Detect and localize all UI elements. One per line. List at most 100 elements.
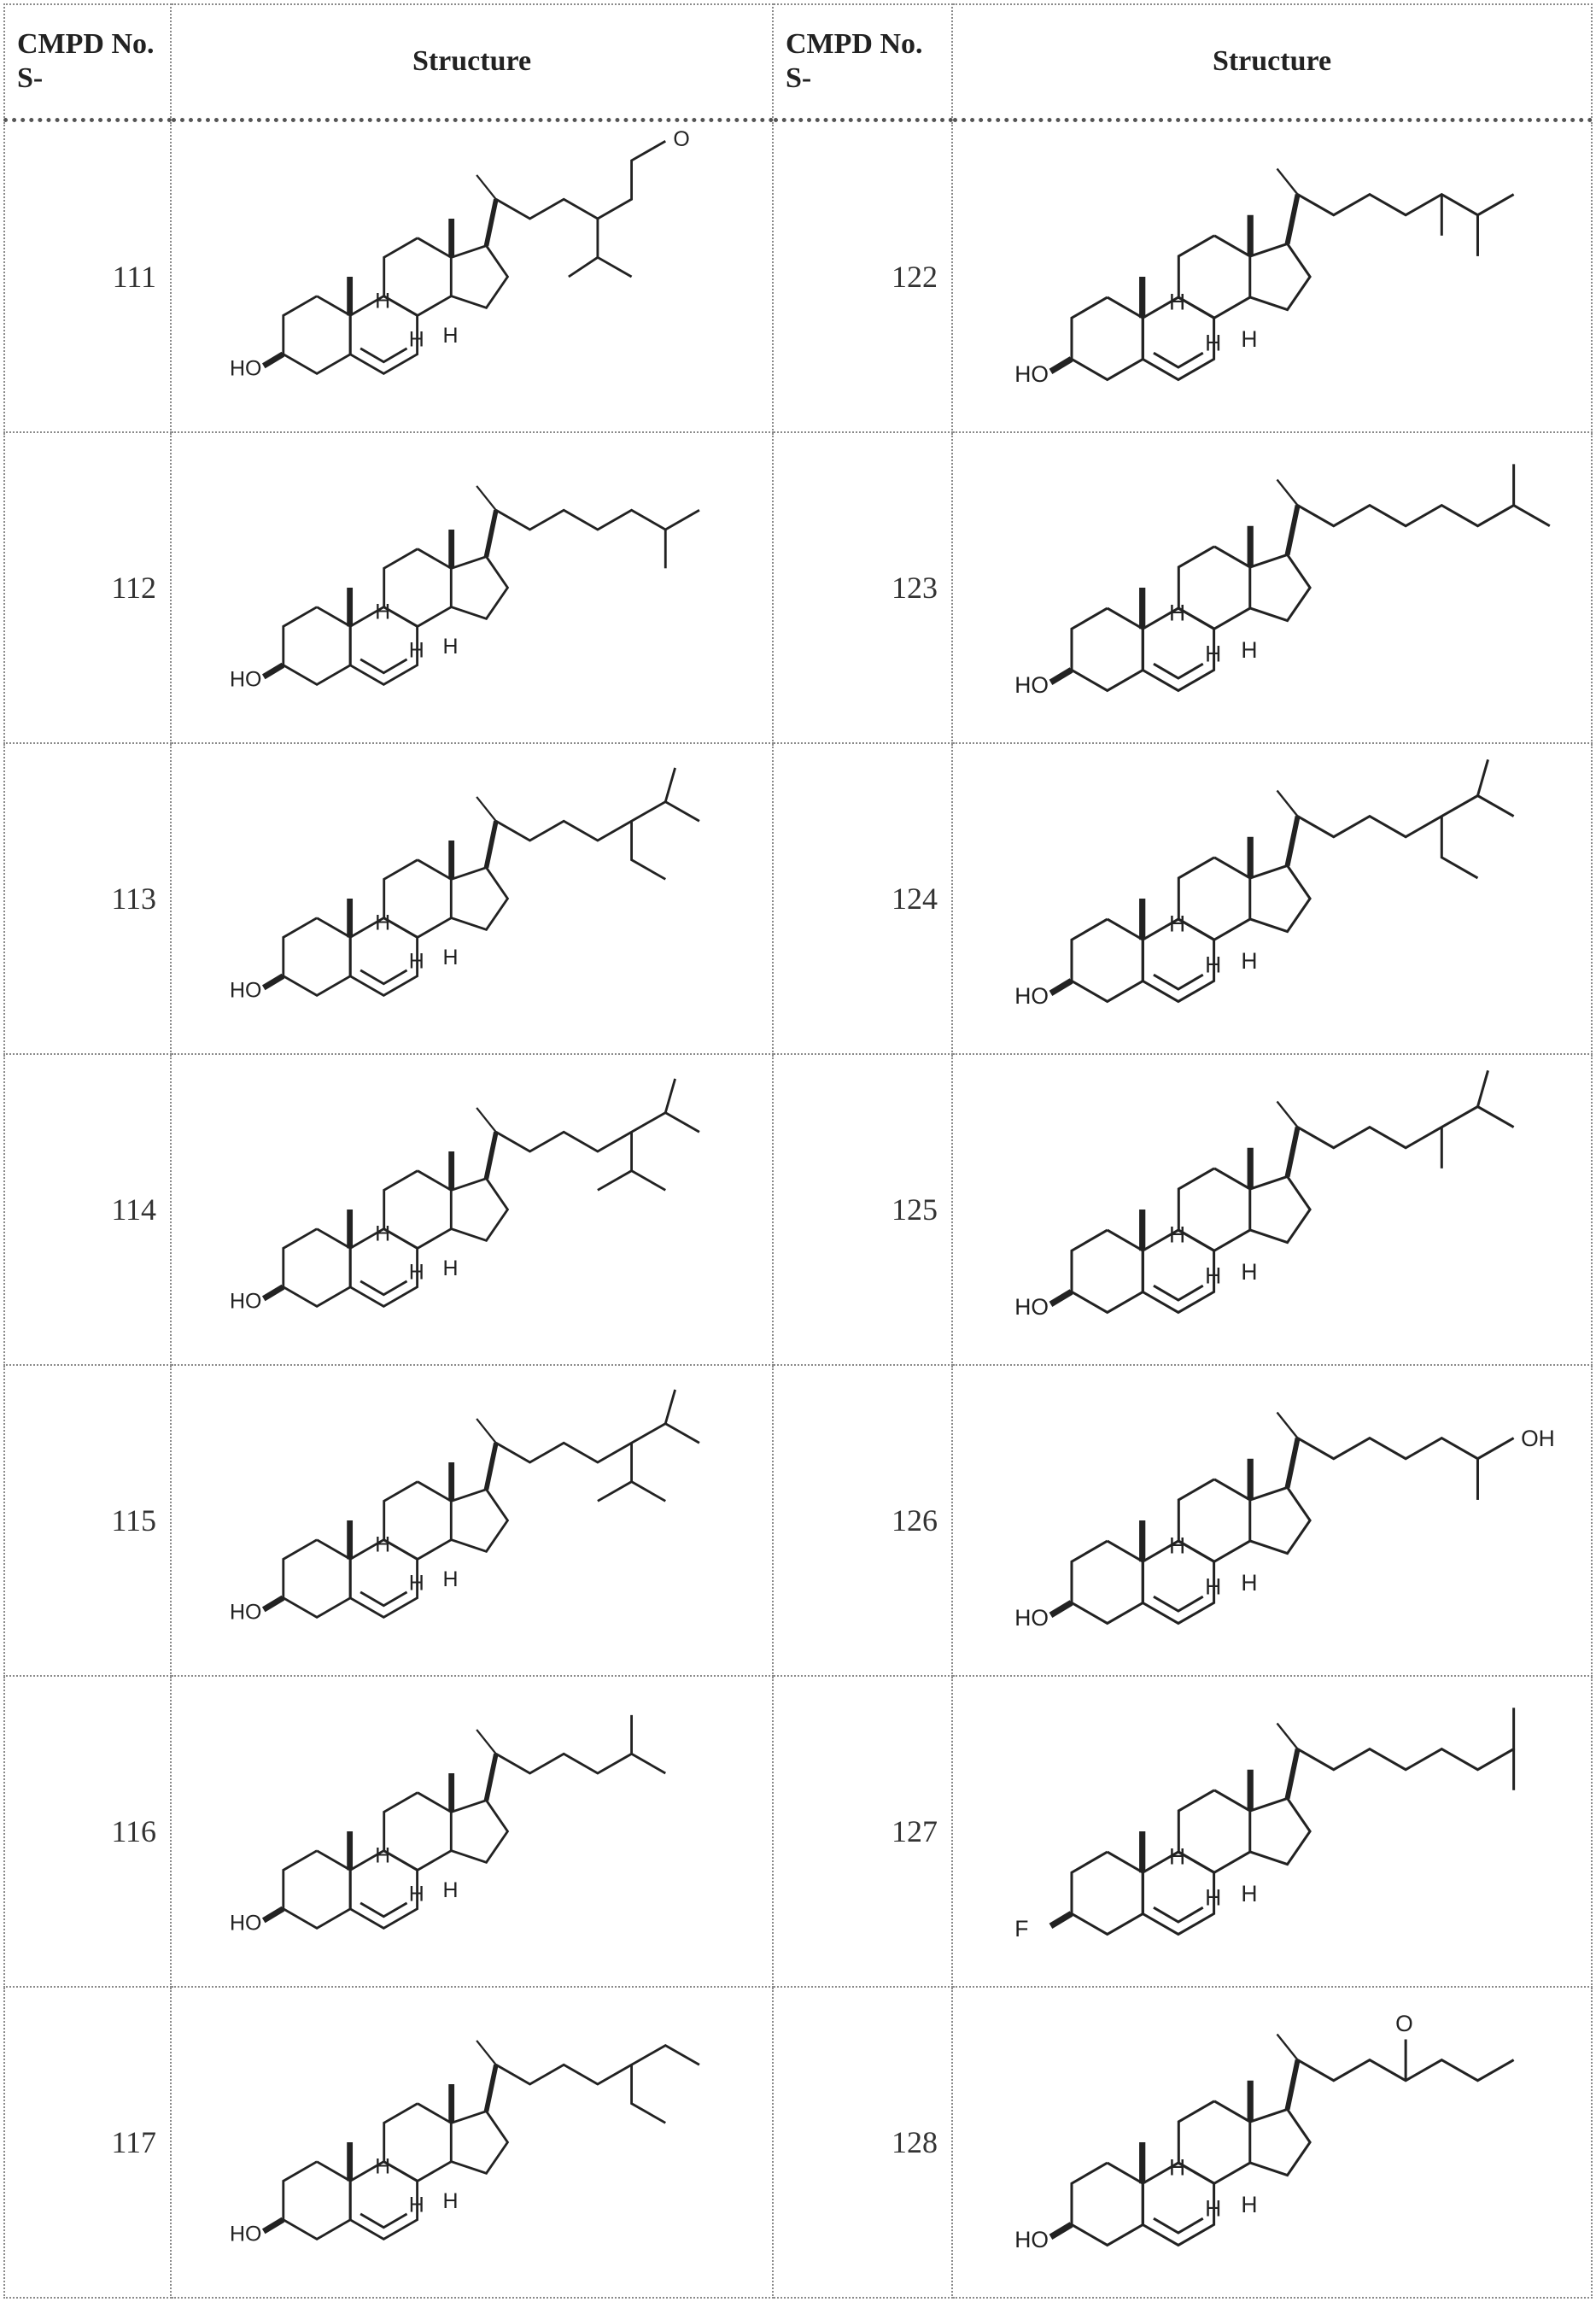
atom-label: O xyxy=(1395,2011,1413,2036)
hydrogen-label: H xyxy=(375,911,390,934)
hydrogen-label: H xyxy=(1169,600,1185,626)
structure-cell: HOHHH xyxy=(171,1054,773,1365)
compound-number: 115 xyxy=(4,1365,171,1676)
hydrogen-label: H xyxy=(375,1221,390,1245)
hydrogen-label: H xyxy=(409,1572,424,1596)
chemical-structure: HOHHH xyxy=(172,1677,772,1986)
table-row: 112HOHHH123HOHHH xyxy=(4,432,1592,743)
structure-cell: HOHHH xyxy=(952,1054,1592,1365)
hydrogen-label: H xyxy=(442,1878,458,1902)
chemical-structure: HOHHH xyxy=(172,433,772,742)
table-row: 111HOHHHO122HOHHH xyxy=(4,120,1592,433)
chemical-structure: HOHHH xyxy=(172,1988,772,2297)
hydrogen-label: H xyxy=(1169,911,1185,937)
hydrogen-label: H xyxy=(375,289,390,313)
hydrogen-label: H xyxy=(409,639,424,663)
structure-cell: HOHHHO xyxy=(171,120,773,433)
structure-cell: HOHHH xyxy=(171,1987,773,2298)
chemical-structure: HOHHH xyxy=(953,433,1591,742)
header-structure: Structure xyxy=(171,4,773,120)
hydrogen-label: H xyxy=(1241,948,1257,974)
chemical-structure: FHHH xyxy=(953,1677,1591,1986)
hydrogen-label: H xyxy=(1169,1533,1185,1559)
hydrogen-label: H xyxy=(442,2189,458,2213)
table-row: 117HOHHH128HOHHHO xyxy=(4,1987,1592,2298)
substituent-label: HO xyxy=(1014,1294,1049,1320)
compound-number: 123 xyxy=(773,432,952,743)
hydrogen-label: H xyxy=(1241,1881,1257,1907)
hydrogen-label: H xyxy=(409,1261,424,1285)
chemical-structure: HOHHH xyxy=(953,122,1591,431)
table-row: 115HOHHH126HOHHHOH xyxy=(4,1365,1592,1676)
substituent-label: HO xyxy=(1014,1605,1049,1631)
chemical-structure: HOHHH xyxy=(953,744,1591,1053)
steroid-skeleton xyxy=(264,1715,666,1928)
hydrogen-label: H xyxy=(1241,1259,1257,1285)
steroid-skeleton xyxy=(1050,759,1513,1001)
compound-number: 128 xyxy=(773,1987,952,2298)
hydrogen-label: H xyxy=(409,328,424,352)
chemical-structure: HOHHH xyxy=(172,1055,772,1364)
steroid-skeleton xyxy=(264,141,666,373)
chemical-structure: HOHHHO xyxy=(953,1988,1591,2297)
hydrogen-label: H xyxy=(1241,2192,1257,2217)
chemical-structure: HOHHHO xyxy=(172,122,772,431)
substituent-label: HO xyxy=(1014,983,1049,1009)
table-row: 114HOHHH125HOHHH xyxy=(4,1054,1592,1365)
structure-cell: HOHHHO xyxy=(952,1987,1592,2298)
header-compound-number: CMPD No. S- xyxy=(773,4,952,120)
table-row: 116HOHHH127FHHH xyxy=(4,1676,1592,1987)
substituent-label: F xyxy=(1014,1916,1028,1942)
hydrogen-label: H xyxy=(442,1567,458,1591)
header-structure: Structure xyxy=(952,4,1592,120)
compound-number: 122 xyxy=(773,120,952,433)
steroid-skeleton xyxy=(264,486,699,684)
steroid-skeleton xyxy=(264,2041,699,2239)
steroid-skeleton xyxy=(1050,1412,1513,1623)
compound-number: 125 xyxy=(773,1054,952,1365)
hydrogen-label: H xyxy=(375,1843,390,1867)
steroid-skeleton xyxy=(1050,1070,1513,1312)
hydrogen-label: H xyxy=(1205,1574,1221,1600)
steroid-skeleton xyxy=(1050,1707,1513,1934)
substituent-label: HO xyxy=(230,668,261,692)
compound-number: 112 xyxy=(4,432,171,743)
structure-cell: HOHHH xyxy=(952,432,1592,743)
structure-cell: HOHHH xyxy=(952,120,1592,433)
hydrogen-label: H xyxy=(1169,2155,1185,2181)
steroid-skeleton xyxy=(1050,464,1549,690)
hydrogen-label: H xyxy=(442,635,458,659)
compound-number: 117 xyxy=(4,1987,171,2298)
hydrogen-label: H xyxy=(1205,331,1221,356)
substituent-label: HO xyxy=(230,1601,261,1625)
compound-number: 127 xyxy=(773,1676,952,1987)
structure-cell: HOHHH xyxy=(171,1676,773,1987)
hydrogen-label: H xyxy=(442,324,458,348)
hydrogen-label: H xyxy=(1241,326,1257,352)
substituent-label: HO xyxy=(230,1290,261,1314)
compound-number: 124 xyxy=(773,743,952,1054)
substituent-label: HO xyxy=(1014,361,1049,387)
steroid-skeleton xyxy=(1050,2034,1513,2245)
atom-label: OH xyxy=(1521,1426,1555,1451)
chemical-structure: HOHHH xyxy=(953,1055,1591,1364)
hydrogen-label: H xyxy=(442,1256,458,1280)
steroid-skeleton xyxy=(264,768,699,995)
hydrogen-label: H xyxy=(409,2194,424,2217)
substituent-label: HO xyxy=(230,979,261,1003)
substituent-label: HO xyxy=(230,2223,261,2246)
structure-cell: HOHHHOH xyxy=(952,1365,1592,1676)
header-row: CMPD No. S- Structure CMPD No. S- Struct… xyxy=(4,4,1592,120)
table-row: 113HOHHH124HOHHH xyxy=(4,743,1592,1054)
substituent-label: HO xyxy=(230,1912,261,1936)
hydrogen-label: H xyxy=(1169,290,1185,315)
chemical-structure: HOHHHOH xyxy=(953,1366,1591,1675)
hydrogen-label: H xyxy=(1205,1263,1221,1289)
hydrogen-label: H xyxy=(1205,952,1221,978)
hydrogen-label: H xyxy=(409,1883,424,1907)
steroid-skeleton xyxy=(1050,168,1513,379)
hydrogen-label: H xyxy=(1205,641,1221,667)
structure-cell: HOHHH xyxy=(952,743,1592,1054)
structure-cell: FHHH xyxy=(952,1676,1592,1987)
substituent-label: HO xyxy=(1014,672,1049,698)
